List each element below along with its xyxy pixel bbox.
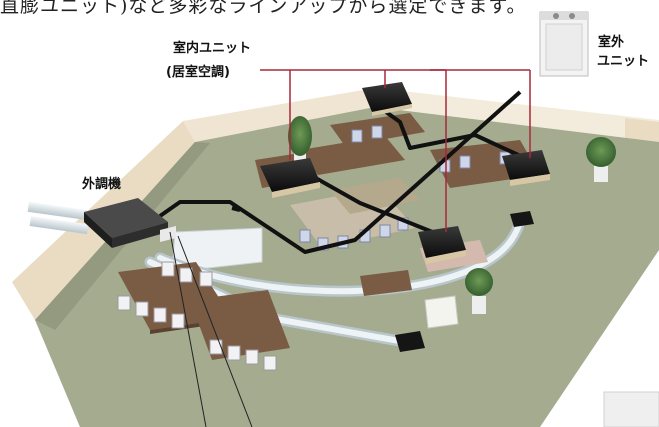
small-table bbox=[360, 270, 412, 296]
callout-lines bbox=[169, 231, 253, 427]
indoor-unit-2 bbox=[260, 158, 320, 198]
indoor-unit-4 bbox=[418, 226, 466, 264]
external-ac-unit bbox=[84, 198, 176, 248]
plant-front bbox=[465, 268, 493, 314]
indoor-unit-1 bbox=[362, 82, 412, 116]
outdoor-unit bbox=[539, 11, 589, 77]
indoor-unit-leader-lines bbox=[260, 69, 531, 232]
indoor-unit-3 bbox=[502, 150, 550, 186]
chairs-left bbox=[117, 261, 277, 371]
external-ac-label: 外調機 bbox=[82, 177, 122, 192]
indoor-unit-small-2 bbox=[395, 331, 425, 352]
indoor-unit-label: 室内ユニット bbox=[173, 41, 252, 56]
outdoor-unit-label-line2: ユニット bbox=[597, 54, 650, 69]
plant-right bbox=[586, 137, 616, 182]
back-wall bbox=[183, 88, 375, 142]
cabinet-bottom-right bbox=[603, 391, 659, 427]
duct-inlet-2 bbox=[29, 216, 89, 235]
duct-inlet-1 bbox=[27, 201, 89, 221]
indoor-unit-small-1 bbox=[510, 211, 534, 227]
floor-cabinet bbox=[424, 295, 459, 329]
indoor-unit-sublabel: (居室空調) bbox=[166, 65, 230, 80]
intro-text: 直膨ユニット)など多彩なラインアップから選定できます。 bbox=[0, 0, 527, 17]
duct-main-highlight bbox=[157, 219, 523, 295]
outdoor-unit-label-line1: 室外 bbox=[598, 35, 625, 50]
